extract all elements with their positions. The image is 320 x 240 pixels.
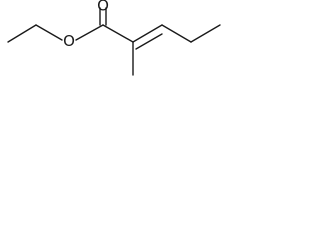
bond-ch2-ch3 — [190, 24, 221, 43]
bond-alkene-double-2 — [135, 33, 163, 50]
bond-ethyl-ch3-ch2 — [7, 24, 37, 43]
diagram-canvas: O O — [0, 0, 248, 111]
atom-label-carbonyl-oxygen: O — [97, 0, 109, 15]
atom-label-ester-oxygen: O — [63, 32, 75, 50]
bond-vinyl-ch2 — [161, 24, 192, 43]
bond-ester-o-carbonyl-c — [75, 24, 104, 41]
bond-alkene-double-1 — [132, 24, 163, 43]
bond-carbonyl-c-alpha-c — [102, 24, 134, 43]
skeletal-formula: O O — [7, 0, 221, 76]
bond-ch2-ester-o — [35, 24, 63, 41]
